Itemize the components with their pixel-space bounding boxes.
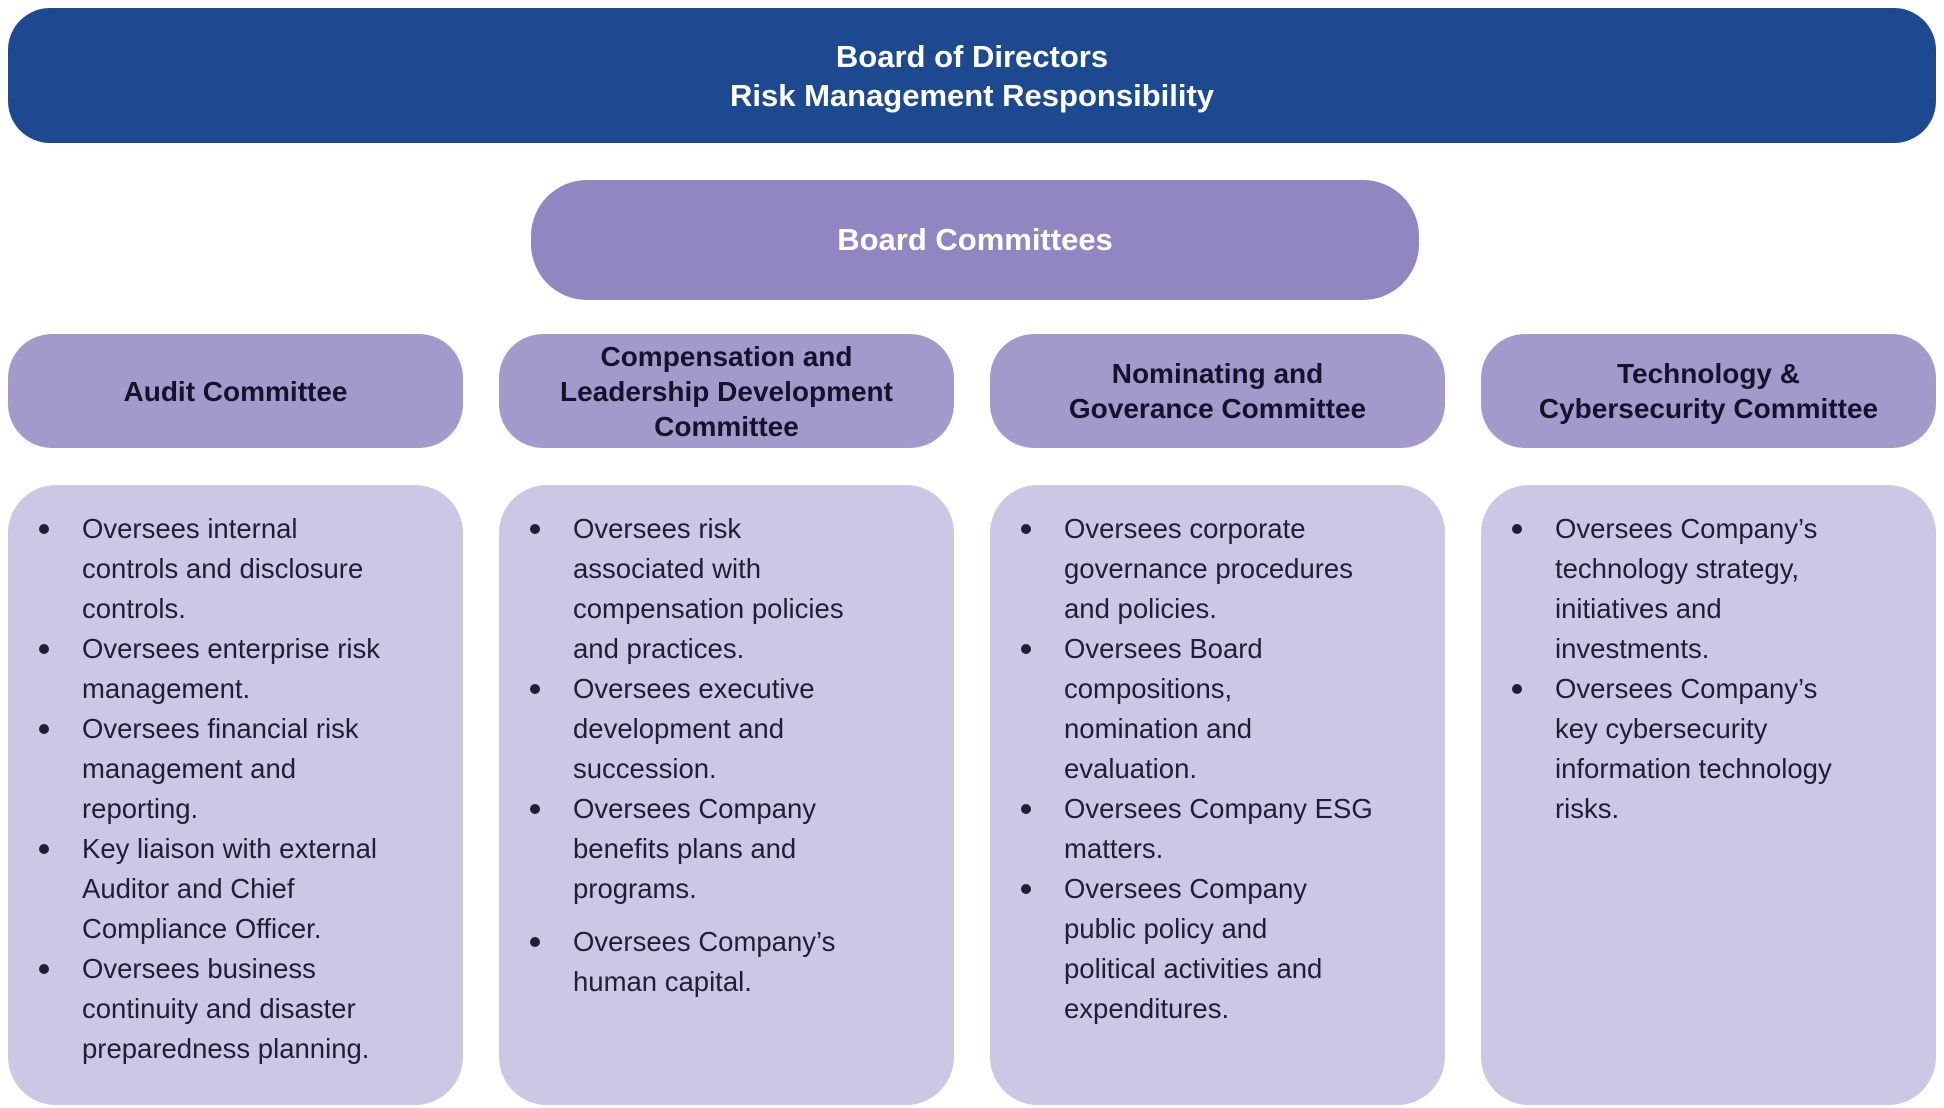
audit-committee-title: Audit Committee — [123, 375, 348, 407]
bullet-item: Oversees Company’s human capital. — [499, 922, 920, 1002]
bullet-item: Oversees executive development and succe… — [499, 669, 920, 789]
column-nominating-committee: Nominating and Goverance Committee Overs… — [990, 334, 1445, 1105]
bullet-item: Oversees Board compositions, nomination … — [990, 629, 1411, 789]
bullet-item: Oversees Company ESG matters. — [990, 789, 1411, 869]
board-of-directors-banner: Board of Directors Risk Management Respo… — [8, 8, 1936, 143]
board-committees-label: Board Committees — [837, 222, 1113, 257]
audit-committee-body: Oversees internal controls and disclosur… — [8, 485, 463, 1105]
nominating-committee-header: Nominating and Goverance Committee — [990, 334, 1445, 448]
bullet-item: Oversees internal controls and disclosur… — [8, 509, 429, 629]
nominating-committee-bullet-list: Oversees corporate governance procedures… — [990, 509, 1445, 1029]
bullet-item: Key liaison with external Auditor and Ch… — [8, 829, 429, 949]
bullet-item: Oversees enterprise risk management. — [8, 629, 429, 709]
technology-committee-body: Oversees Company’s technology strategy, … — [1481, 485, 1936, 1105]
board-of-directors-title: Board of Directors Risk Management Respo… — [729, 38, 1215, 113]
bullet-item: Oversees corporate governance procedures… — [990, 509, 1411, 629]
compensation-committee-title: Compensation and Leadership Development … — [560, 340, 893, 442]
nominating-committee-body: Oversees corporate governance procedures… — [990, 485, 1445, 1105]
board-committees-pill: Board Committees — [531, 180, 1419, 300]
audit-committee-bullet-list: Oversees internal controls and disclosur… — [8, 509, 463, 1069]
bullet-item: Oversees Company’s key cybersecurity inf… — [1481, 669, 1902, 829]
technology-committee-bullet-list: Oversees Company’s technology strategy, … — [1481, 509, 1936, 829]
bullet-item: Oversees Company public policy and polit… — [990, 869, 1411, 1029]
technology-committee-title: Technology & Cybersecurity Committee — [1538, 358, 1879, 424]
committee-columns: Audit Committee Oversees internal contro… — [8, 334, 1936, 1105]
compensation-committee-bullet-list: Oversees risk associated with compensati… — [499, 509, 954, 1002]
nominating-committee-title: Nominating and Goverance Committee — [1068, 358, 1367, 424]
bullet-item: Oversees financial risk management and r… — [8, 709, 429, 829]
bullet-item: Oversees Company’s technology strategy, … — [1481, 509, 1902, 669]
column-compensation-committee: Compensation and Leadership Development … — [499, 334, 954, 1105]
compensation-committee-body: Oversees risk associated with compensati… — [499, 485, 954, 1105]
bullet-item: Oversees business continuity and disaste… — [8, 949, 429, 1069]
column-technology-committee: Technology & Cybersecurity Committee Ove… — [1481, 334, 1936, 1105]
technology-committee-header: Technology & Cybersecurity Committee — [1481, 334, 1936, 448]
column-audit-committee: Audit Committee Oversees internal contro… — [8, 334, 463, 1105]
compensation-committee-header: Compensation and Leadership Development … — [499, 334, 954, 448]
bullet-item: Oversees Company benefits plans and prog… — [499, 789, 920, 909]
bullet-item: Oversees risk associated with compensati… — [499, 509, 920, 669]
audit-committee-header: Audit Committee — [8, 334, 463, 448]
